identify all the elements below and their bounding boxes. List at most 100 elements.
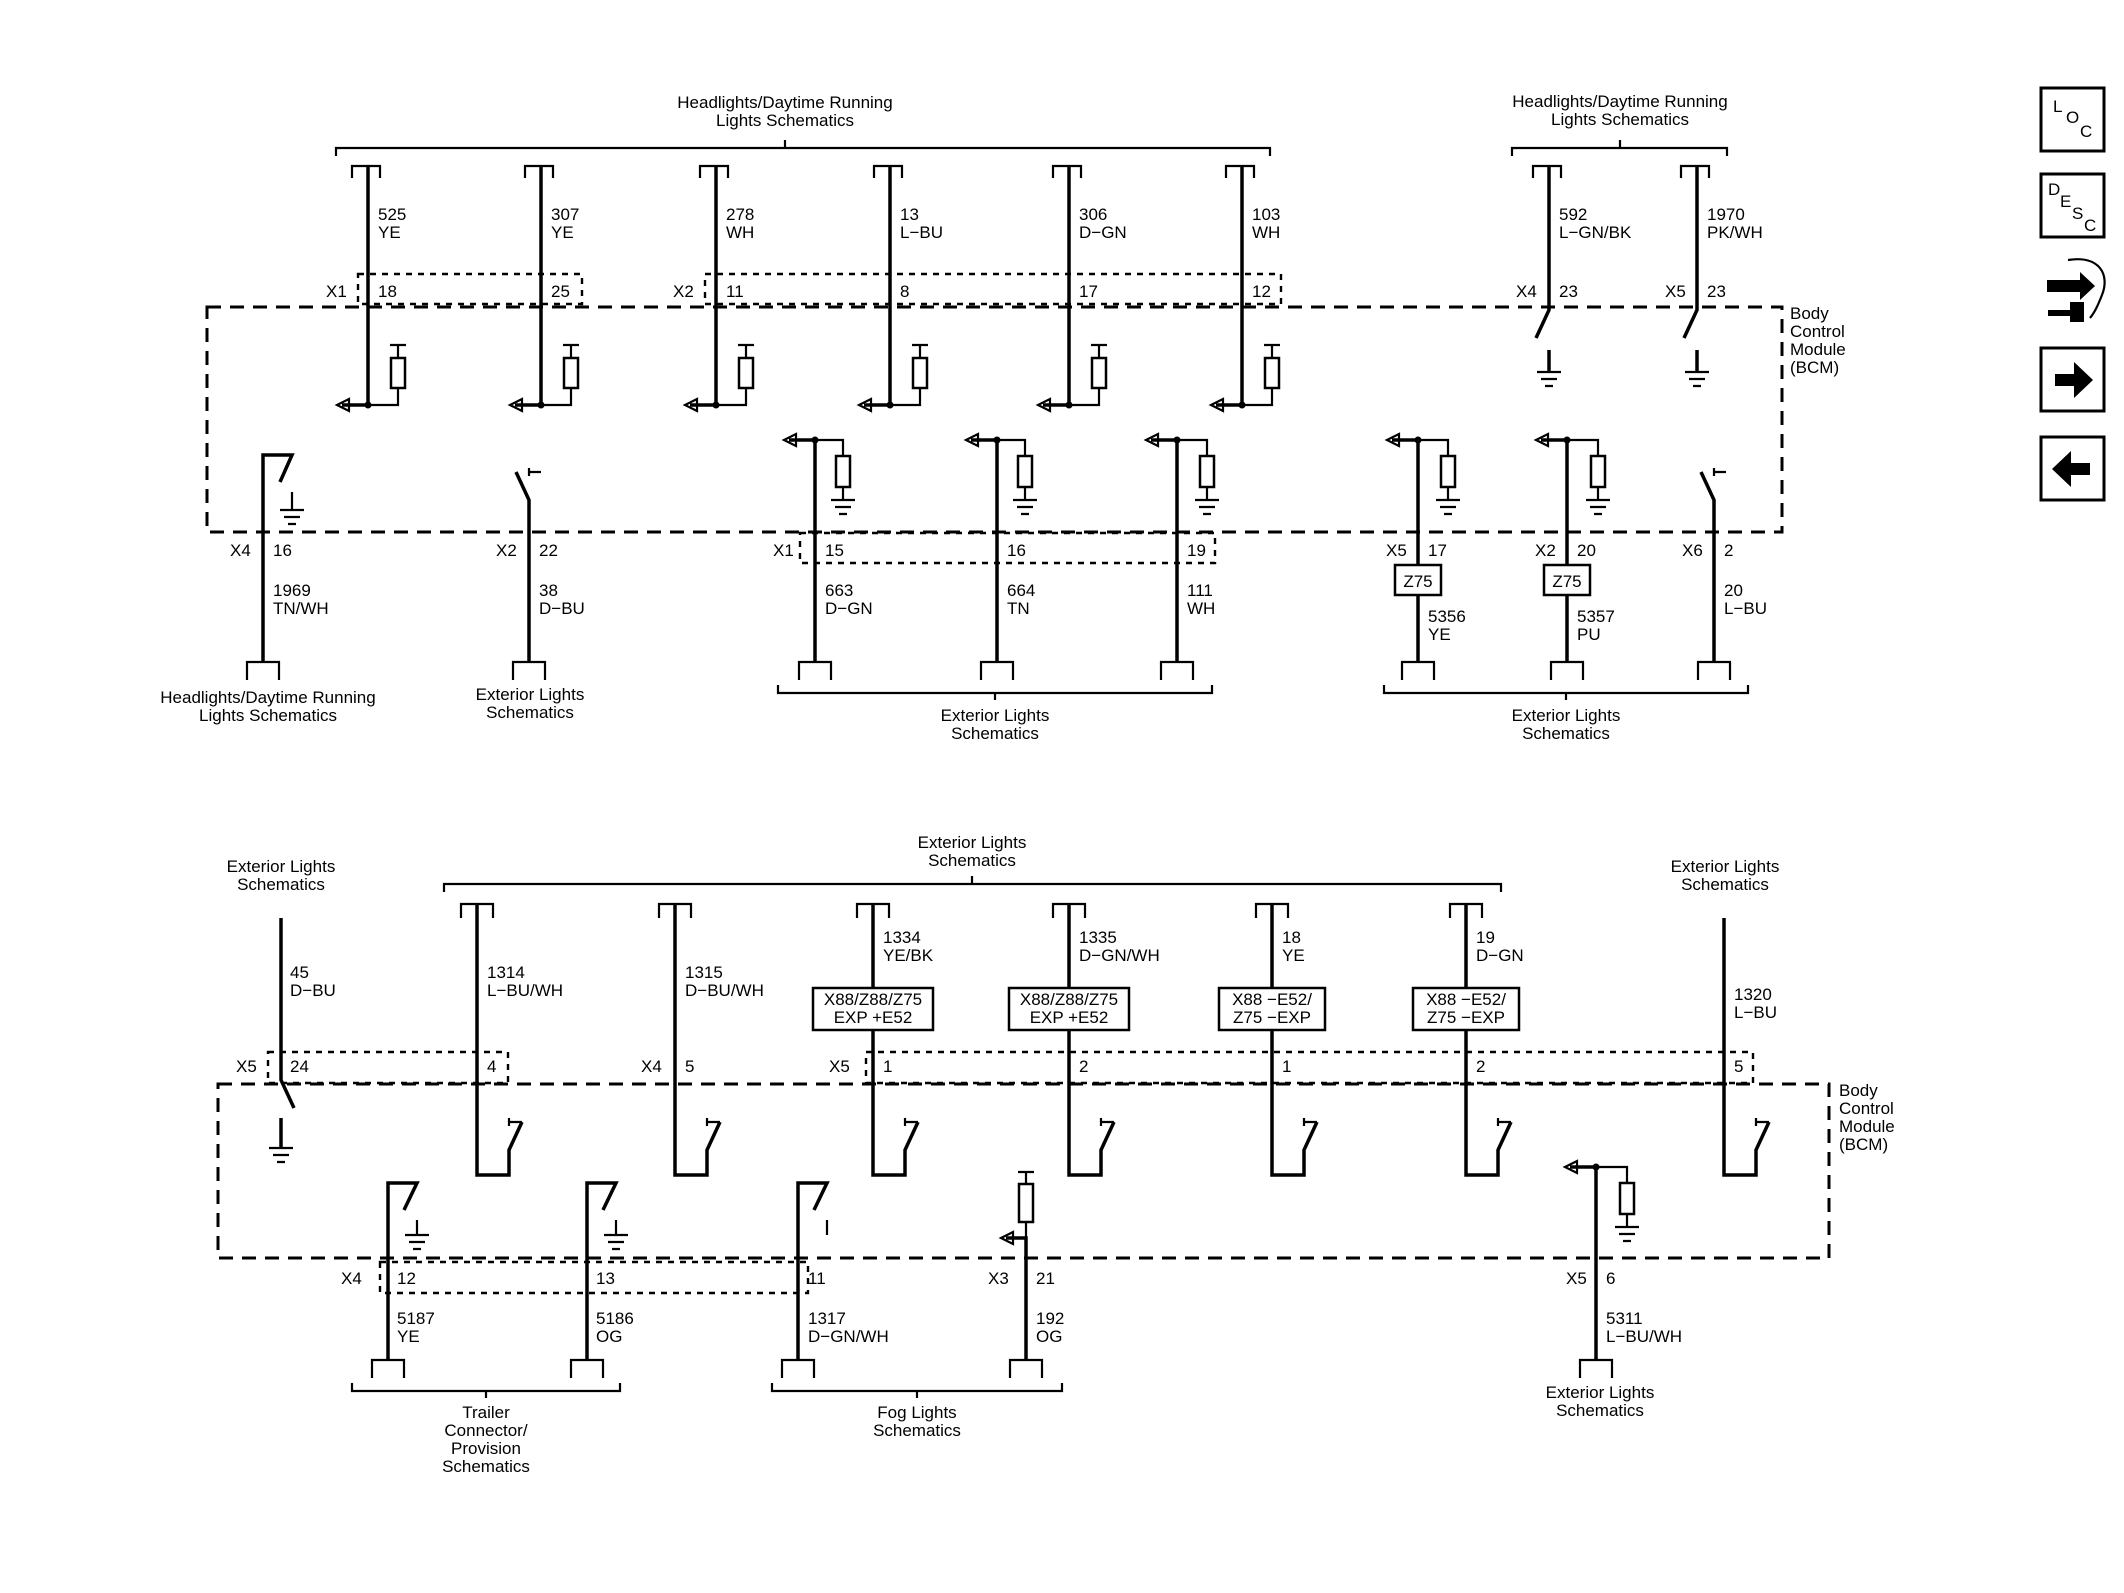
destination-text: Exterior Lights	[1546, 1383, 1655, 1402]
pin-number: 17	[1428, 541, 1447, 560]
previous-arrow-icon[interactable]	[2039, 435, 2106, 502]
destination-text: Schematics	[1522, 724, 1610, 743]
connector-terminal	[1159, 660, 1195, 680]
destination-text: Headlights/Daytime Running	[160, 688, 375, 707]
connector-terminal	[797, 660, 833, 680]
pin-number: 5	[1734, 1057, 1743, 1076]
connector-icon[interactable]	[2047, 258, 2106, 322]
circuit-wire: 1320 L−BU 5	[1722, 918, 1777, 1177]
wire-color: D−GN	[825, 599, 873, 618]
circuit-wire: 306 D−GN 17	[1035, 164, 1127, 413]
destination-text: Provision	[451, 1439, 521, 1458]
pin-number: 11	[808, 1269, 826, 1288]
header-bracket	[334, 140, 1272, 156]
wire-color: TN/WH	[273, 599, 329, 618]
connector-terminal	[1051, 164, 1083, 178]
circuit-wire: 19 111 WH	[1143, 432, 1219, 680]
connector-x2-group	[703, 272, 1283, 306]
wire-color: L−BU/WH	[487, 981, 563, 1000]
destination-text: Schematics	[486, 703, 574, 722]
loc-button[interactable]: L O C	[2039, 86, 2106, 153]
loc-letter: O	[2066, 108, 2079, 127]
circuit-wire: X88 −E52/ Z75 −EXP 18 YE 1	[1217, 902, 1327, 1177]
source-text: Schematics	[237, 875, 325, 894]
connector-x1-group	[356, 272, 584, 306]
wire-color: WH	[726, 223, 754, 242]
circuit-number: 278	[726, 205, 754, 224]
circuit-number: 5187	[397, 1309, 435, 1328]
circuit-number: 663	[825, 581, 853, 600]
circuit-wire: 11 1317 D−GN/WH	[780, 1181, 889, 1378]
connector-id: X2	[1535, 541, 1556, 560]
connector-id: X2	[496, 541, 517, 560]
destination-text: Exterior Lights	[941, 706, 1050, 725]
wire-color: WH	[1187, 599, 1215, 618]
circuit-wire: X6 2 20 L−BU	[1682, 468, 1767, 680]
connector-terminal	[511, 660, 547, 680]
circuit-number: 103	[1252, 205, 1280, 224]
desc-button[interactable]: D E S C	[2039, 172, 2106, 239]
header-text: Headlights/Daytime Running	[1512, 92, 1727, 111]
pin-number: 23	[1707, 282, 1726, 301]
desc-letter: D	[2048, 180, 2060, 199]
pin-number: 23	[1559, 282, 1578, 301]
pin-number: 24	[290, 1057, 309, 1076]
connector-id: X4	[1516, 282, 1537, 301]
top-output-wires: X4 16 1969 TN/WH X2 22 38 D−BU	[230, 432, 1767, 680]
circuit-number: 1334	[883, 928, 921, 947]
circuit-wire: X88/Z88/Z75 EXP +E52 1335 D−GN/WH 2	[1007, 902, 1160, 1177]
destination-text: Trailer	[462, 1403, 510, 1422]
wire-color: L−BU	[900, 223, 943, 242]
wire-color: OG	[1036, 1327, 1062, 1346]
connector-terminal	[1531, 164, 1563, 178]
connector-id: X5	[829, 1057, 850, 1076]
bcm-label-bottom: Body Control Module (BCM)	[1839, 1081, 1895, 1154]
top-destinations: Headlights/Daytime Running Lights Schema…	[160, 685, 1750, 743]
connector-terminal	[1224, 164, 1256, 178]
connector-id: X4	[230, 541, 251, 560]
circuit-number: 1314	[487, 963, 525, 982]
circuit-wire: 1970 PK/WH X5 23	[1665, 164, 1763, 388]
circuit-wire: 45 D−BU X5 24	[236, 918, 336, 1164]
connector-terminal	[1578, 1358, 1614, 1378]
option-label: Z75 −EXP	[1233, 1008, 1311, 1027]
circuit-number: 13	[900, 205, 919, 224]
pin-number: 12	[1252, 282, 1271, 301]
circuit-number: 307	[551, 205, 579, 224]
circuit-number: 5357	[1577, 607, 1615, 626]
circuit-wire: X5 6 5311 L−BU/WH	[1562, 1159, 1682, 1378]
circuit-wire: 1314 L−BU/WH 4	[459, 902, 563, 1177]
header-bracket	[442, 876, 1503, 892]
next-arrow-icon[interactable]	[2039, 346, 2106, 413]
option-box	[811, 986, 935, 1032]
circuit-number: 1335	[1079, 928, 1117, 947]
circuit-wire: X4 16 1969 TN/WH	[230, 453, 329, 680]
bcm-label-text: Body	[1839, 1081, 1878, 1100]
connector-terminal	[872, 164, 904, 178]
pin-number: 4	[487, 1057, 496, 1076]
connector-terminal	[350, 164, 382, 178]
circuit-wire: X2 22 38 D−BU	[496, 468, 585, 680]
wire-color: TN	[1007, 599, 1030, 618]
destination-bracket	[1382, 685, 1750, 700]
destination-text: Schematics	[442, 1457, 530, 1476]
pin-number: 25	[551, 282, 570, 301]
circuit-wire: X3 21 192 OG	[988, 1170, 1064, 1378]
wire-color: PU	[1577, 625, 1601, 644]
pin-number: 16	[1007, 541, 1026, 560]
top-header-left: Headlights/Daytime Running Lights Schema…	[334, 93, 1272, 156]
connector-id: X3	[988, 1269, 1009, 1288]
destination-text: Schematics	[1556, 1401, 1644, 1420]
circuit-wire: 307 YE 25	[507, 164, 579, 413]
circuit-wire: Z75 X2 20 5357 PU	[1533, 432, 1615, 680]
connector-terminal	[569, 1358, 605, 1378]
destination-text: Lights Schematics	[199, 706, 337, 725]
option-label: EXP +E52	[1030, 1008, 1109, 1027]
wire-color: OG	[596, 1327, 622, 1346]
connector-x1-out-group	[798, 531, 1217, 565]
pin-number: 20	[1577, 541, 1596, 560]
circuit-number: 1969	[273, 581, 311, 600]
header-text: Lights Schematics	[716, 111, 854, 130]
connector-terminal	[1696, 660, 1732, 680]
wire-color: L−BU	[1724, 599, 1767, 618]
